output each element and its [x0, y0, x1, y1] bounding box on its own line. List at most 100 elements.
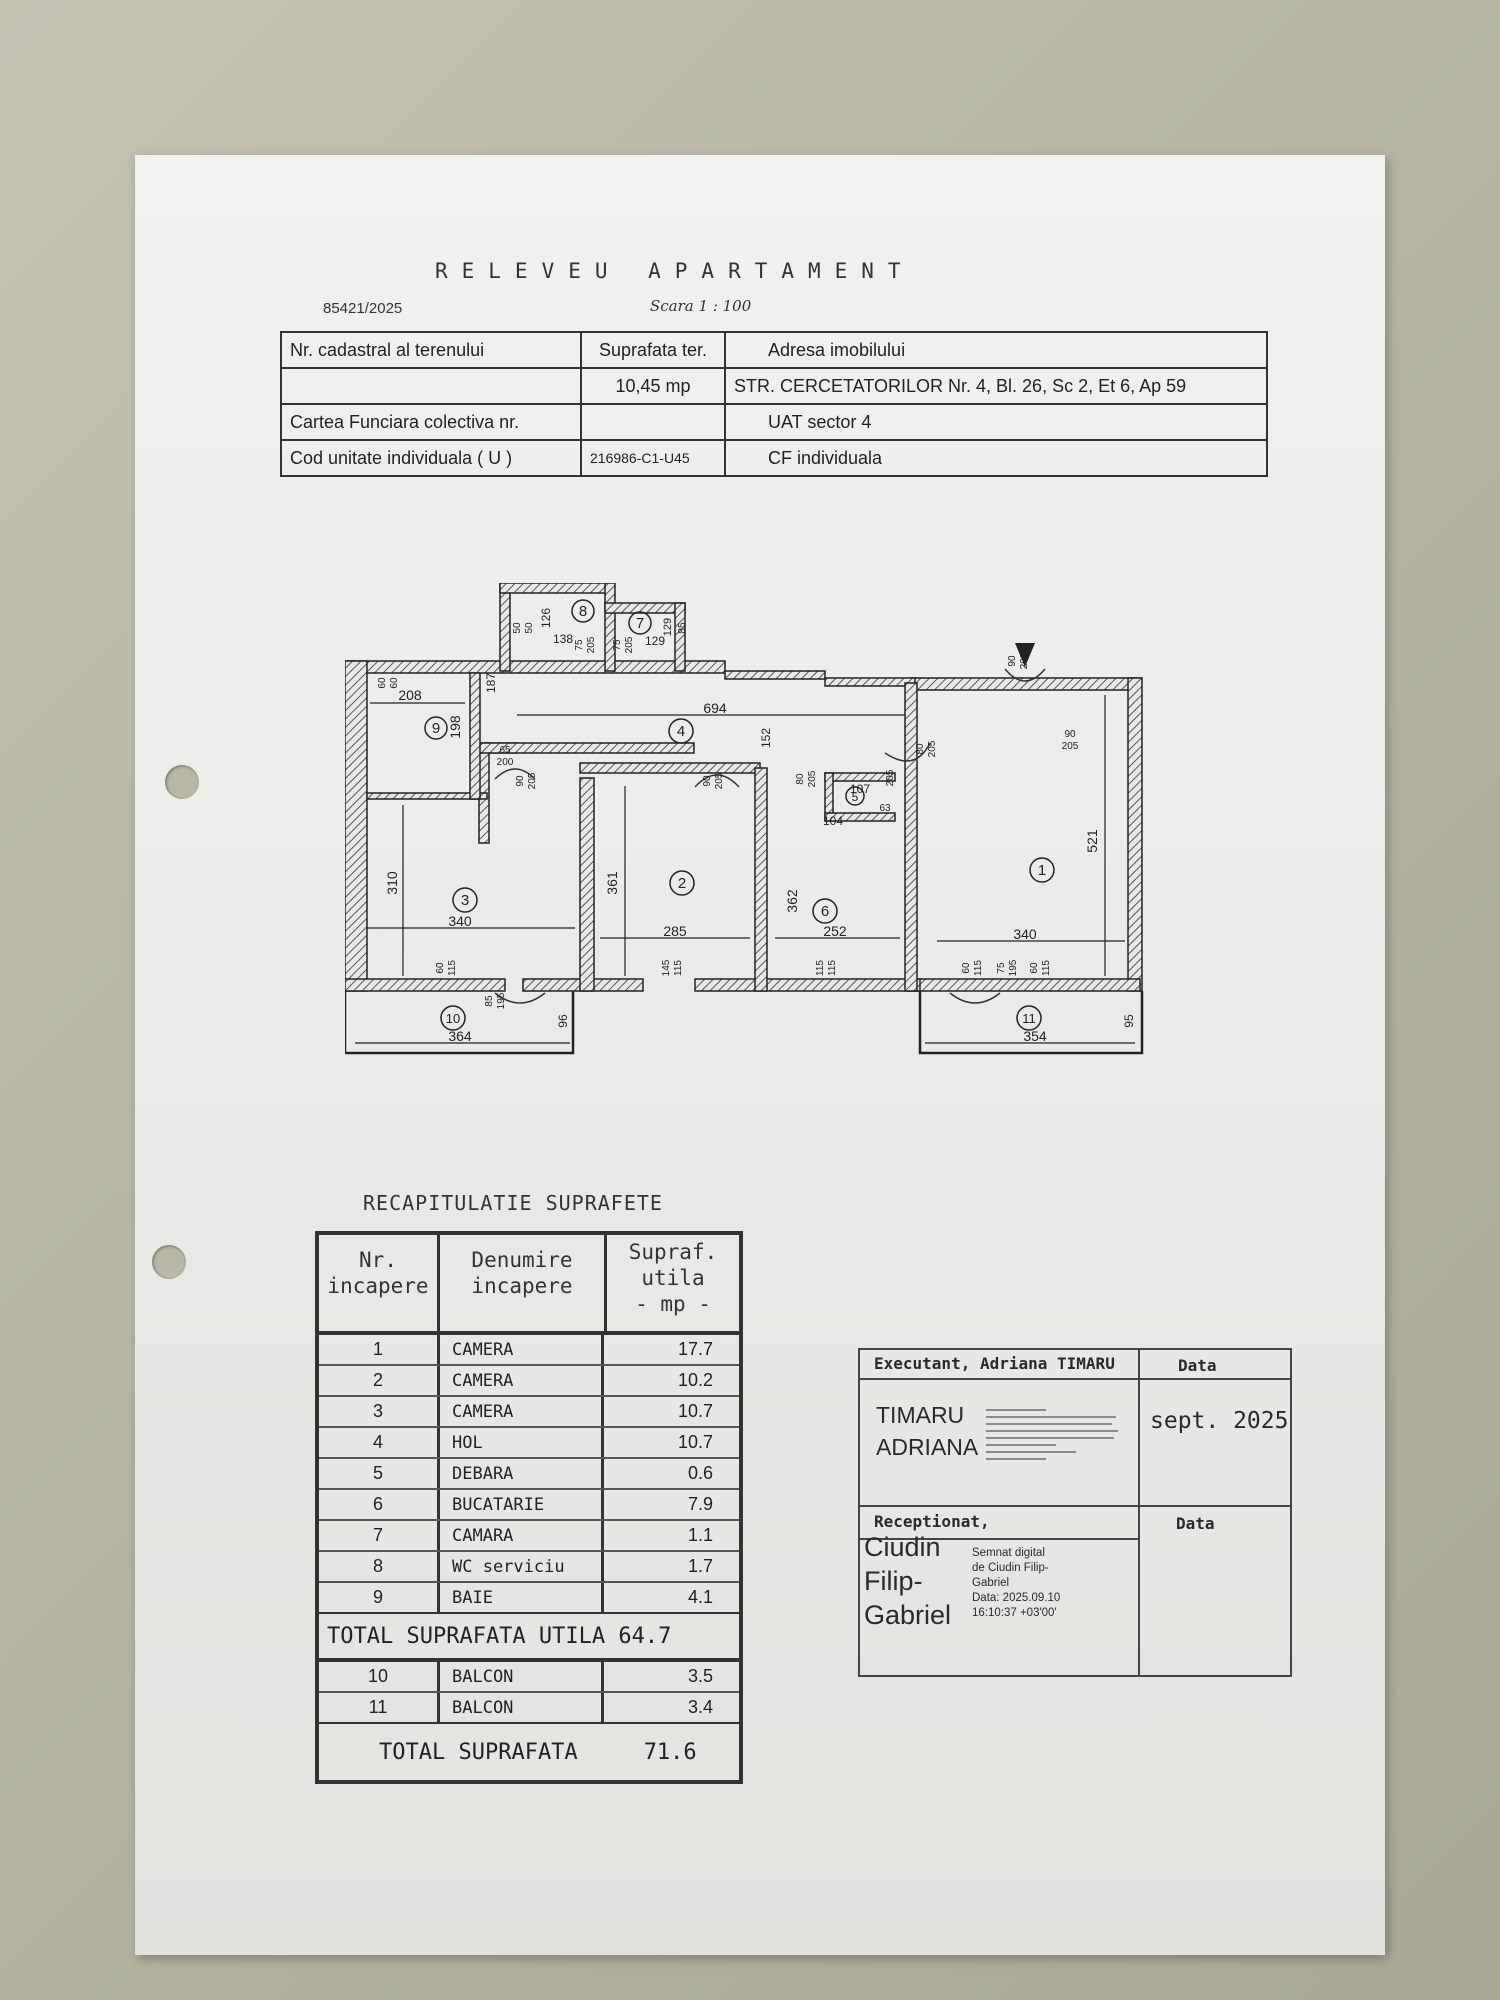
dim-label: 96 [556, 1014, 570, 1028]
dim-label: 129 [662, 618, 674, 636]
dim-label: 521 [1084, 829, 1100, 853]
cell-name: CAMARA [440, 1521, 604, 1550]
cod-unitate-label: Cod unitate individuala ( U ) [280, 439, 582, 477]
room-number: 11 [1022, 1011, 1036, 1026]
opening-label: 75 [612, 639, 623, 651]
dim-label: 187 [484, 673, 498, 693]
room-numbers: 1 2 3 4 5 6 7 8 9 10 11 [432, 603, 1046, 1026]
room-marker-9 [424, 716, 448, 740]
opening-label: 90 [1007, 655, 1018, 667]
dim-label: 340 [1013, 926, 1037, 942]
dim-label: 694 [703, 700, 727, 716]
total-value: 71.6 [643, 1739, 697, 1765]
recap-header-nr: Nr. incapere [319, 1235, 440, 1331]
room-marker-6 [812, 898, 838, 924]
room-marker-2 [669, 870, 695, 896]
dimension-lines [355, 695, 1135, 1044]
adresa-value: STR. CERCETATORILOR Nr. 4, Bl. 26, Sc 2,… [724, 367, 1268, 405]
cell-name: WC serviciu [440, 1552, 604, 1581]
executant-date: sept. 2025 [1150, 1408, 1289, 1434]
dim-label: 198 [447, 715, 463, 739]
executant-label: Executant, Adriana TIMARU [874, 1354, 1115, 1373]
divider [1138, 1350, 1140, 1675]
opening-label: 195 [1008, 959, 1019, 976]
recap-title: RECAPITULATIE SUPRAFETE [363, 1191, 663, 1215]
cell-area: 3.5 [687, 1666, 713, 1686]
opening-label: 85 [677, 622, 688, 634]
room-number: 3 [461, 892, 469, 909]
opening-label: 205 [927, 740, 938, 757]
document-page: RELEVEU APARTAMENT 85421/2025 Scara 1 : … [135, 155, 1385, 1955]
cell-area: 1.1 [687, 1525, 713, 1545]
recap-table: Nr. incapere Denumire incapere Supraf. u… [315, 1231, 743, 1784]
cell-area: 10.2 [677, 1370, 713, 1390]
cell-name: BALCON [440, 1662, 604, 1691]
cell-area: 10.7 [677, 1432, 713, 1452]
signer-line: Gabriel [864, 1600, 952, 1630]
cell-nr: 11 [319, 1693, 440, 1722]
executant-name: ADRIANA [876, 1434, 979, 1460]
suprafata-value: 10,45 mp [580, 367, 726, 405]
dim-label: 126 [539, 608, 553, 628]
total-label: TOTAL SUPRAFATA [379, 1739, 578, 1765]
uat-value: UAT sector 4 [724, 403, 1268, 441]
opening-label: 80 [795, 773, 806, 785]
document-reference: 85421/2025 [323, 300, 403, 317]
room-marker-7 [628, 611, 652, 635]
opening-label: 200 [1019, 652, 1030, 669]
dim-label: 252 [823, 923, 847, 939]
cell-name: BAIE [440, 1583, 604, 1612]
opening-label: 60 [389, 677, 400, 689]
opening-label: 205 [1062, 741, 1079, 752]
opening-label: 115 [827, 960, 838, 976]
dimension-labels: 694 521 340 361 285 310 340 362 252 208 … [384, 608, 1136, 1044]
opening-label: 205 [624, 636, 635, 653]
cell-name: CAMERA [440, 1366, 604, 1395]
room-marker-3 [452, 887, 478, 913]
opening-label: 90 [515, 775, 526, 787]
signer-name: Ciudin Filip- Gabriel [864, 1530, 951, 1632]
cell-name: BUCATARIE [440, 1490, 604, 1519]
cell-area: 17.7 [677, 1339, 713, 1359]
dim-label: 104 [823, 814, 843, 828]
cell-nr: 9 [319, 1583, 440, 1612]
opening-label: 205 [586, 636, 597, 653]
cell-name: BALCON [440, 1693, 604, 1722]
room-number: 1 [1038, 862, 1046, 879]
door-swings [494, 668, 1046, 1004]
signer-line: Ciudin [864, 1532, 941, 1562]
total-suprafata: TOTAL SUPRAFATA 71.6 [319, 1722, 739, 1780]
opening-label: 50 [524, 622, 535, 634]
executant-digital-stamp [986, 1409, 1118, 1460]
dim-label: 138 [553, 632, 573, 646]
opening-label: 60 [1029, 962, 1040, 974]
room-number: 10 [446, 1011, 460, 1026]
opening-label: 63 [879, 803, 891, 814]
digital-sig-line: Semnat digital [972, 1547, 1045, 1559]
room-marker-1 [1029, 857, 1055, 883]
dim-label: 362 [784, 889, 800, 913]
dim-label: 340 [448, 913, 472, 929]
document-title: RELEVEU APARTAMENT [435, 259, 915, 283]
digital-sig-line: Data: 2025.09.10 [972, 1592, 1061, 1604]
opening-label: 205 [527, 772, 538, 789]
signer-line: Filip- [864, 1566, 923, 1596]
room-number: 7 [636, 615, 644, 632]
cell-nr: 10 [319, 1662, 440, 1691]
carte-funciara-label: Cartea Funciara colectiva nr. [280, 403, 582, 441]
opening-label: 75 [996, 962, 1007, 974]
cod-unitate-value: 216986-C1-U45 [580, 439, 726, 477]
cell-nr: 4 [319, 1428, 440, 1457]
opening-label: 205 [885, 769, 896, 786]
opening-label: 115 [1041, 960, 1052, 976]
dim-label: 95 [1122, 1014, 1136, 1028]
cell-area: 7.9 [687, 1494, 713, 1514]
data-label-2: Data [1176, 1514, 1215, 1533]
cell-name: CAMERA [440, 1397, 604, 1426]
